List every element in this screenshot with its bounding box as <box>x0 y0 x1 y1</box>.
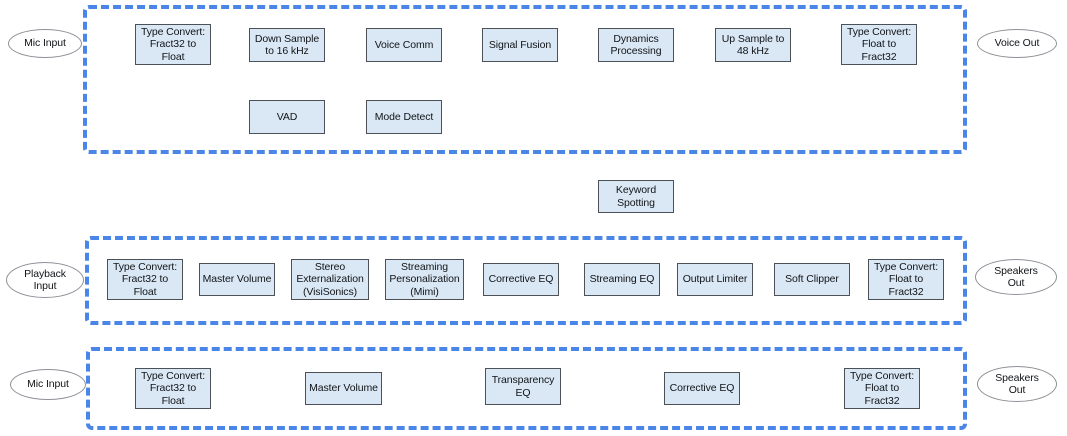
terminal-speakers-out-transparency[interactable]: Speakers Out <box>977 366 1057 402</box>
node-playback-output-limiter[interactable]: Output Limiter <box>677 263 753 296</box>
node-transparency-eq[interactable]: Transparency EQ <box>485 368 561 405</box>
node-transparency-type-convert-out[interactable]: Type Convert: Float to Fract32 <box>844 368 920 409</box>
node-voice-mode-detect[interactable]: Mode Detect <box>366 100 442 134</box>
terminal-voice-out[interactable]: Voice Out <box>977 29 1057 58</box>
terminal-mic-input-transparency[interactable]: Mic Input <box>10 369 86 400</box>
transparency-path-region <box>86 347 967 430</box>
node-voice-up-sample[interactable]: Up Sample to 48 kHz <box>715 28 791 62</box>
node-playback-streaming-personalization[interactable]: Streaming Personalization (Mimi) <box>385 259 464 300</box>
node-voice-type-convert-in[interactable]: Type Convert: Fract32 to Float <box>135 24 211 65</box>
node-voice-vad[interactable]: VAD <box>249 100 325 134</box>
node-voice-type-convert-out[interactable]: Type Convert: Float to Fract32 <box>841 24 917 65</box>
node-voice-down-sample[interactable]: Down Sample to 16 kHz <box>249 28 325 62</box>
voice-path-region <box>83 5 967 154</box>
node-transparency-type-convert-in[interactable]: Type Convert: Fract32 to Float <box>135 368 211 409</box>
playback-path-region <box>85 236 967 325</box>
node-playback-type-convert-in[interactable]: Type Convert: Fract32 to Float <box>107 259 183 300</box>
node-playback-master-volume[interactable]: Master Volume <box>199 263 275 296</box>
node-playback-corrective-eq[interactable]: Corrective EQ <box>483 263 559 296</box>
node-playback-soft-clipper[interactable]: Soft Clipper <box>774 263 850 296</box>
node-voice-dynamics-processing[interactable]: Dynamics Processing <box>598 28 674 62</box>
node-playback-stereo-externalization[interactable]: Stereo Externalization (VisiSonics) <box>291 259 369 300</box>
node-keyword-spotting[interactable]: Keyword Spotting <box>598 180 674 213</box>
node-playback-type-convert-out[interactable]: Type Convert: Float to Fract32 <box>868 259 944 300</box>
terminal-playback-input[interactable]: Playback Input <box>6 262 84 298</box>
node-voice-comm[interactable]: Voice Comm <box>366 28 442 62</box>
node-transparency-master-volume[interactable]: Master Volume <box>305 372 382 405</box>
node-playback-streaming-eq[interactable]: Streaming EQ <box>584 263 660 296</box>
terminal-speakers-out-playback[interactable]: Speakers Out <box>975 259 1057 295</box>
node-transparency-corrective-eq[interactable]: Corrective EQ <box>664 372 740 405</box>
node-voice-signal-fusion[interactable]: Signal Fusion <box>482 28 558 62</box>
terminal-mic-input-voice[interactable]: Mic Input <box>8 29 82 58</box>
